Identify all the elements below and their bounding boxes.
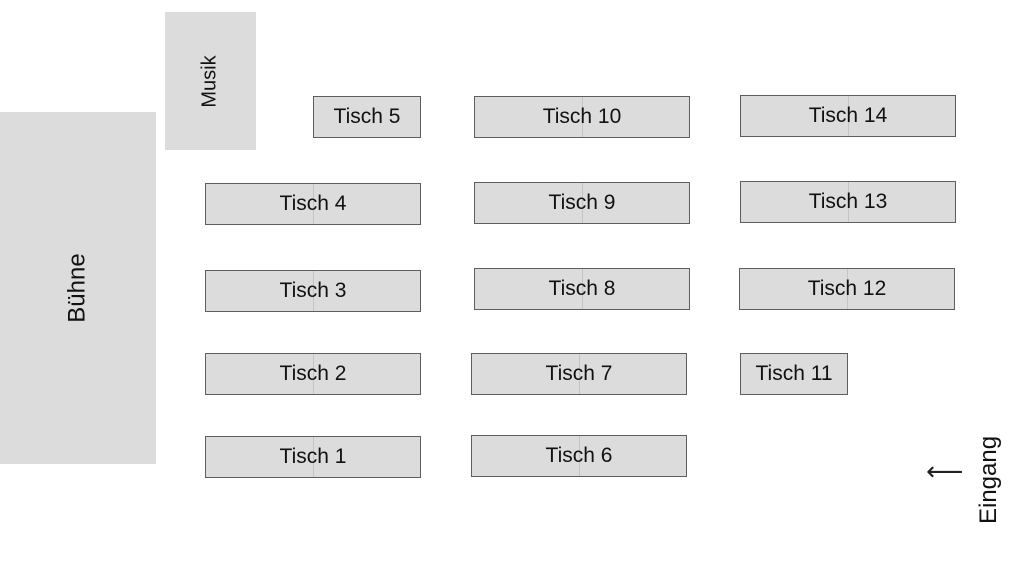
table-1[interactable]: Tisch 1 bbox=[205, 436, 421, 478]
table-label: Tisch 4 bbox=[279, 192, 347, 215]
entrance-label: Eingang bbox=[975, 435, 1002, 524]
table-label: Tisch 14 bbox=[808, 104, 888, 127]
table-7[interactable]: Tisch 7 bbox=[471, 353, 687, 395]
table-label: Tisch 1 bbox=[279, 445, 347, 468]
table-label: Tisch 2 bbox=[279, 362, 347, 385]
table-11[interactable]: Tisch 11 bbox=[740, 353, 848, 395]
music-label: Musik bbox=[198, 54, 221, 108]
table-6[interactable]: Tisch 6 bbox=[471, 435, 687, 477]
table-label: Tisch 10 bbox=[542, 105, 622, 128]
table-13[interactable]: Tisch 13 bbox=[740, 181, 956, 223]
table-label: Tisch 12 bbox=[807, 277, 887, 300]
entrance-marker: ⟵ Eingang bbox=[926, 420, 1016, 528]
table-label: Tisch 3 bbox=[279, 279, 347, 302]
table-label: Tisch 9 bbox=[548, 191, 616, 214]
stage-area: Bühne bbox=[0, 112, 156, 464]
table-label: Tisch 8 bbox=[548, 277, 616, 300]
table-8[interactable]: Tisch 8 bbox=[474, 268, 690, 310]
table-4[interactable]: Tisch 4 bbox=[205, 183, 421, 225]
table-12[interactable]: Tisch 12 bbox=[739, 268, 955, 310]
table-14[interactable]: Tisch 14 bbox=[740, 95, 956, 137]
table-3[interactable]: Tisch 3 bbox=[205, 270, 421, 312]
table-5[interactable]: Tisch 5 bbox=[313, 96, 421, 138]
arrow-left-icon: ⟵ bbox=[926, 456, 964, 486]
stage-label: Bühne bbox=[64, 253, 91, 323]
table-9[interactable]: Tisch 9 bbox=[474, 182, 690, 224]
table-label: Tisch 11 bbox=[755, 362, 833, 385]
table-label: Tisch 6 bbox=[545, 444, 613, 467]
table-label: Tisch 13 bbox=[808, 190, 888, 213]
table-10[interactable]: Tisch 10 bbox=[474, 96, 690, 138]
music-area: Musik bbox=[165, 12, 256, 150]
table-label: Tisch 7 bbox=[545, 362, 613, 385]
table-label: Tisch 5 bbox=[333, 105, 401, 128]
table-2[interactable]: Tisch 2 bbox=[205, 353, 421, 395]
